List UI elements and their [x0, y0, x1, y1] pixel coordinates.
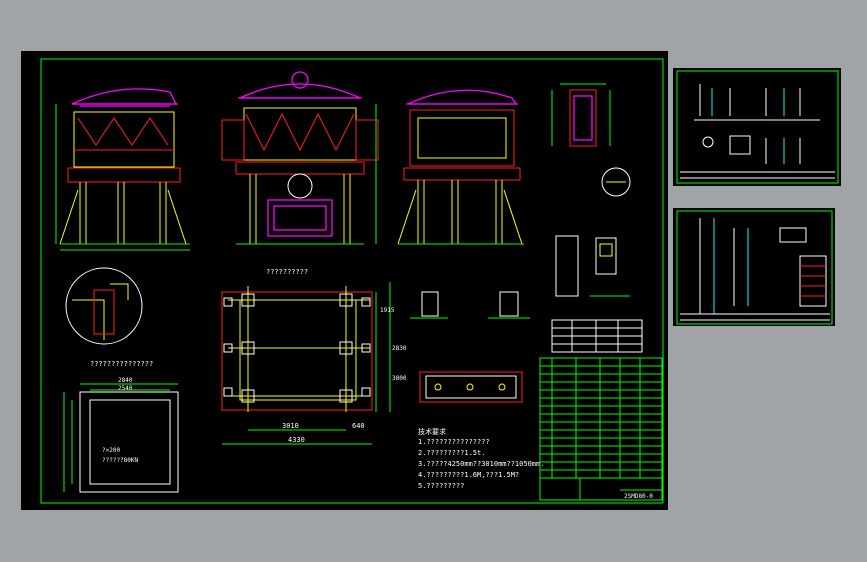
dim-inner-width: 3010: [282, 422, 299, 430]
drawing-code: 2SMD80-0: [624, 493, 653, 500]
section-note-a: ?×200: [102, 447, 120, 454]
main-sheet-border: [40, 58, 664, 504]
detail-bracket: [555, 235, 630, 297]
side-elevation: [221, 71, 379, 245]
frame-detail: [419, 371, 523, 403]
schematic-sheet-bottom: [673, 208, 835, 326]
rear-elevation: [397, 89, 524, 245]
section-title: ???????????????: [90, 360, 153, 368]
dim-h4: 3800: [392, 375, 407, 382]
note-line-3: 3.?????4250mm??3010mm??1050mm.: [418, 460, 544, 468]
technical-notes: 技术要求 1.??????????????? 2.?????????1.5t. …: [418, 427, 544, 490]
section-view: ??????????????? 2840 2540 ?×200 ??????80…: [63, 360, 179, 493]
schematic-top: [680, 84, 835, 179]
dim-total-width: 4330: [288, 436, 305, 444]
section-note-b: ??????80KN: [102, 457, 139, 464]
main-sheet: [21, 51, 668, 510]
front-elevation: [55, 88, 190, 251]
section-dim-inner: 2540: [118, 385, 133, 392]
dim-h2: 1915: [380, 307, 395, 314]
dim-h3: 2830: [392, 345, 407, 352]
note-line-4: 4.?????????1.6M,???1.5M?: [418, 471, 519, 479]
notes-title: 技术要求: [418, 427, 446, 436]
hanger-details: [410, 291, 530, 319]
spec-table: [551, 319, 643, 353]
circle-detail: [65, 267, 143, 345]
plan-title: ??????????: [266, 268, 308, 276]
parts-list: 2SMD80-0: [539, 357, 663, 501]
schematic-sheet-top: [673, 68, 841, 186]
note-line-2: 2.?????????1.5t.: [418, 449, 485, 457]
dim-right-width: 640: [352, 422, 365, 430]
note-line-1: 1.???????????????: [418, 438, 490, 446]
note-line-5: 5.?????????: [418, 482, 464, 490]
schematic-bottom: [680, 218, 830, 321]
section-dim-outer: 2840: [118, 377, 133, 384]
detail-column: [551, 83, 631, 197]
plan-view: ?????????? 3010 640 4330 1915 2: [221, 268, 407, 445]
